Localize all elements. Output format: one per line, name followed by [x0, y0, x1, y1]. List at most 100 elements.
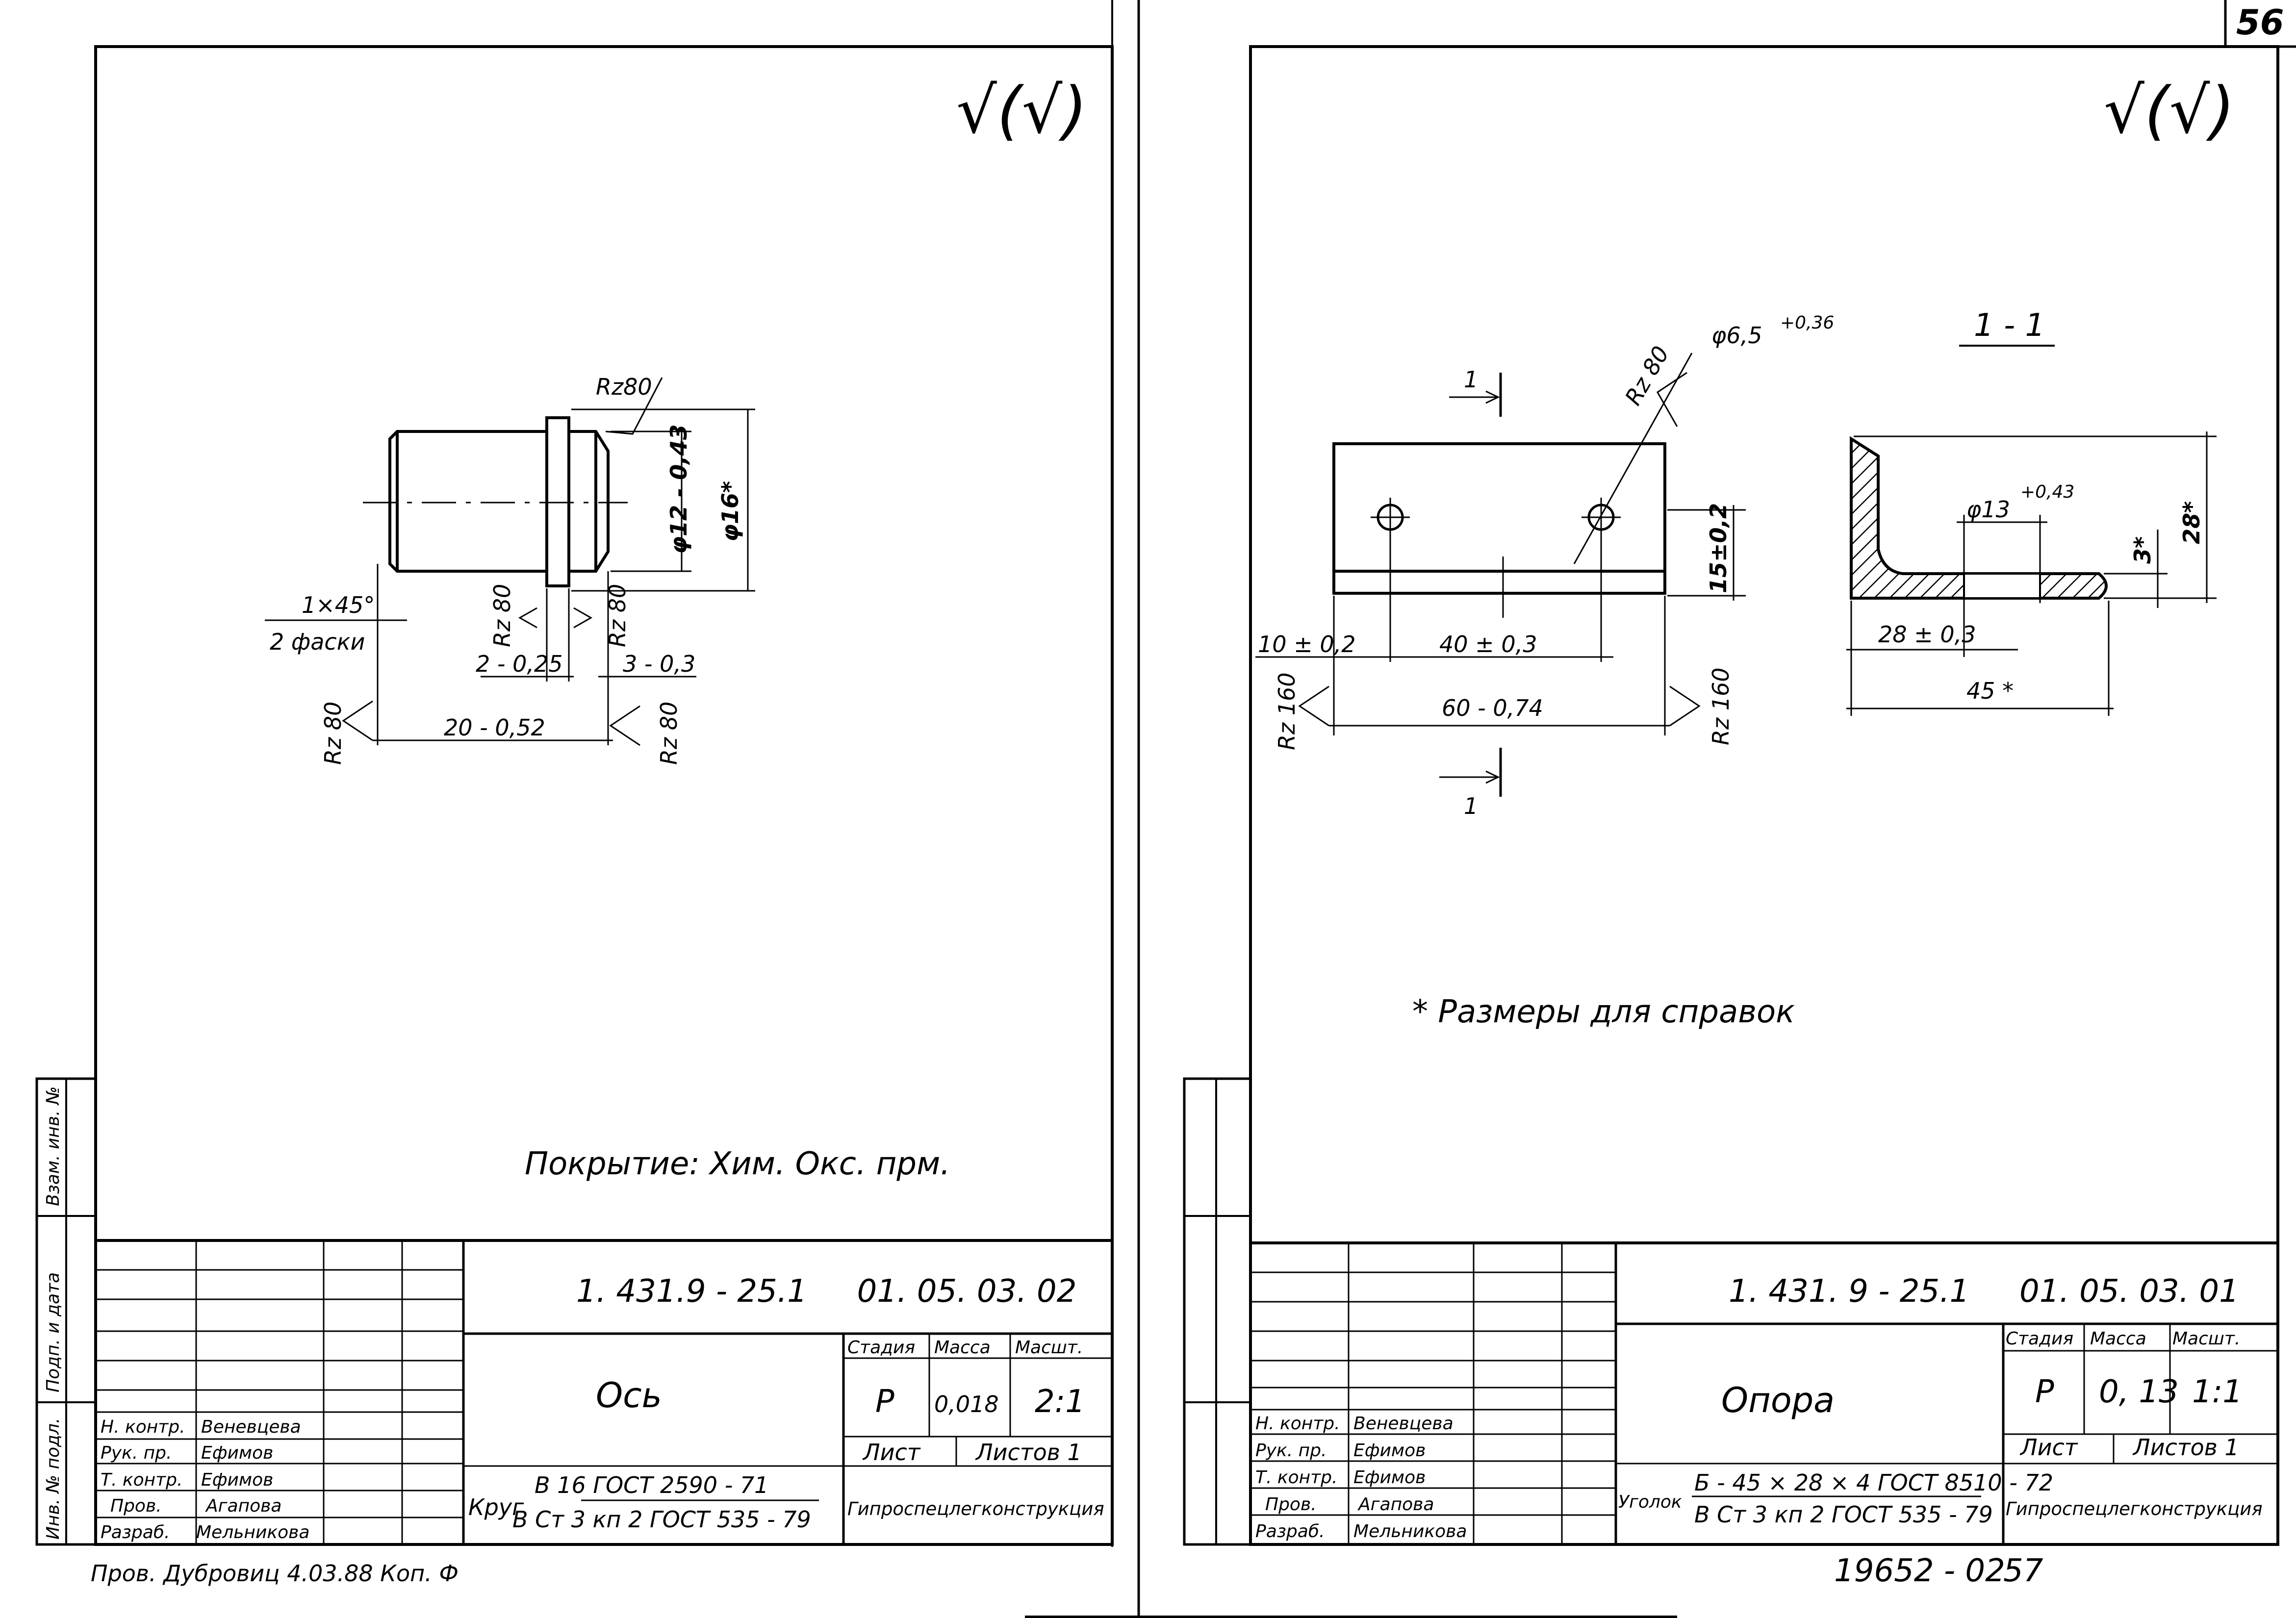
left-material-prefix: Круг: [468, 1494, 524, 1520]
dim-28: 28 ± 0,3: [1878, 621, 1976, 648]
dim-width-3: 3 - 0,3: [623, 651, 695, 677]
right-material-bottom: В Ст 3 кп 2 ГОСТ 535 - 79: [1694, 1501, 1993, 1528]
stamp-inv-label: Инв. № подл.: [43, 1418, 63, 1540]
dim-10: 10 ± 0,2: [1258, 631, 1355, 657]
archive-number: 19652 - 02: [1834, 1553, 2005, 1589]
dim-h13-tol: +0,43: [2020, 482, 2074, 502]
left-stage-label: Стадия: [847, 1338, 915, 1358]
left-name-5: Мельникова: [196, 1522, 309, 1542]
dim-d16: φ16*: [717, 481, 743, 542]
left-mass-label: Масса: [934, 1338, 991, 1358]
left-scale-label: Масшт.: [1015, 1338, 1083, 1358]
right-stage-value: Р: [2035, 1374, 2054, 1410]
right-name-2: Ефимов: [1353, 1441, 1426, 1461]
left-scale-value: 2:1: [1035, 1384, 1085, 1420]
left-sheet: Инв. № подл. Подп. и дата Взам. инв. № √…: [35, 45, 1114, 1587]
right-mass-label: Масса: [2090, 1329, 2146, 1349]
dim-45: 45 *: [1966, 678, 2014, 704]
left-roughness-mark: √(√): [956, 73, 1087, 148]
dim-rz80-bottom-right: Rz 80: [656, 702, 682, 765]
dim-h15: 15±0,2: [1705, 503, 1732, 593]
left-org: Гипроспецлегконструкция: [847, 1498, 1104, 1519]
angle-dims: [1846, 431, 2217, 716]
dim-d12: φ12 - 0,43: [665, 424, 692, 554]
dim-length-20: 20 - 0,52: [444, 714, 545, 741]
left-frame: [94, 45, 1114, 1546]
cut-label-bottom: 1: [1464, 793, 1478, 819]
right-org: Гипроспецлегконструкция: [2006, 1498, 2263, 1519]
dim-rz160-right: Rz 160: [1708, 667, 1734, 745]
axle-drawing: [363, 416, 628, 587]
left-sheets-label: Листов 1: [975, 1439, 1082, 1466]
left-sheet-label: Лист: [862, 1439, 921, 1466]
right-scale-label: Масшт.: [2172, 1329, 2240, 1349]
dim-40: 40 ± 0,3: [1439, 631, 1537, 657]
dim-rz80-bottom-left: Rz 80: [320, 702, 346, 765]
left-part-name: Ось: [596, 1375, 662, 1416]
right-side-stamp: [1183, 1077, 1252, 1546]
dim-hole: φ6,5: [1711, 322, 1762, 349]
dim-hole-tol: +0,36: [1780, 313, 1834, 333]
reference-note: * Размеры для справок: [1412, 994, 1795, 1030]
dim-60: 60 - 0,74: [1442, 695, 1543, 721]
left-mass-value: 0,018: [934, 1391, 999, 1417]
right-mass-value: 0, 13: [2099, 1374, 2179, 1410]
left-stage-value: Р: [875, 1384, 894, 1420]
left-name-2: Ефимов: [201, 1443, 273, 1463]
right-stage-label: Стадия: [2006, 1329, 2073, 1349]
right-name-4: Агапова: [1357, 1494, 1434, 1515]
plate-front-view: [1255, 353, 1746, 797]
right-role-2: Рук. пр.: [1255, 1441, 1327, 1461]
left-name-1: Веневцева: [201, 1417, 301, 1437]
left-role-2: Рук. пр.: [101, 1443, 172, 1463]
left-name-4: Агапова: [205, 1496, 281, 1516]
dim-28-height: 28*: [2178, 501, 2205, 544]
page-number: 56: [2236, 2, 2284, 43]
right-sheets-label: Листов 1: [2132, 1434, 2239, 1461]
left-material-top: В 16 ГОСТ 2590 - 71: [535, 1472, 768, 1498]
dim-h13: φ13: [1966, 496, 2010, 523]
right-sheet: √(√): [1183, 45, 2279, 1589]
coating-note: Покрытие: Хим. Окс. прм.: [525, 1146, 950, 1182]
dim-rz80-mid-right: Rz 80: [604, 584, 631, 647]
right-role-1: Н. контр.: [1255, 1414, 1340, 1434]
right-material-prefix: Уголок: [1618, 1492, 1682, 1512]
left-role-1: Н. контр.: [101, 1417, 185, 1437]
stamp-sign-label: Подп. и дата: [43, 1272, 63, 1392]
left-side-stamp: Инв. № подл. Подп. и дата Взам. инв. №: [35, 1077, 97, 1546]
right-name-3: Ефимов: [1353, 1467, 1426, 1488]
right-doc-code: 1. 431. 9 - 25.1 01. 05. 03. 01: [1729, 1273, 2239, 1310]
right-part-name: Опора: [1721, 1380, 1835, 1420]
dim-rz80-mid-left: Rz 80: [489, 584, 515, 647]
dim-width-2: 2 - 0,25: [476, 651, 563, 677]
right-roughness-mark: √(√): [2104, 73, 2235, 148]
right-role-3: Т. контр.: [1255, 1467, 1337, 1488]
archive-page: 57: [2003, 1553, 2043, 1589]
dim-rz80-top: Rz80: [596, 374, 652, 400]
dim-chamfer-count: 2 фаски: [270, 629, 365, 655]
right-material-top: Б - 45 × 28 × 4 ГОСТ 8510 - 72: [1694, 1469, 2053, 1496]
bottom-signature: Пров. Дубровиц 4.03.88 Коп. Ф: [91, 1560, 459, 1587]
cut-label-top: 1: [1464, 366, 1478, 393]
right-scale-value: 1:1: [2192, 1374, 2243, 1410]
left-material-bottom: В Ст 3 кп 2 ГОСТ 535 - 79: [512, 1506, 811, 1533]
page-number-box: 56: [2224, 0, 2296, 48]
stamp-replace-label: Взам. инв. №: [43, 1087, 63, 1206]
left-title-block: [94, 1239, 1114, 1546]
left-role-3: Т. контр.: [101, 1470, 182, 1490]
axle-dims: [265, 377, 755, 746]
dim-3: 3*: [2129, 536, 2156, 564]
angle-section: [1850, 436, 2108, 600]
right-frame: [1249, 45, 2279, 1546]
right-title-block: [1249, 1241, 2279, 1546]
section-label: 1 - 1: [1974, 307, 2045, 344]
right-sheet-label: Лист: [2019, 1434, 2078, 1461]
left-name-3: Ефимов: [201, 1470, 273, 1490]
dim-rz160-left: Rz 160: [1274, 672, 1300, 750]
right-role-4: Пров.: [1265, 1494, 1317, 1515]
right-role-5: Разраб.: [1255, 1521, 1325, 1542]
left-role-4: Пров.: [110, 1496, 162, 1516]
right-name-1: Веневцева: [1353, 1414, 1454, 1434]
right-name-5: Мельникова: [1353, 1521, 1467, 1542]
